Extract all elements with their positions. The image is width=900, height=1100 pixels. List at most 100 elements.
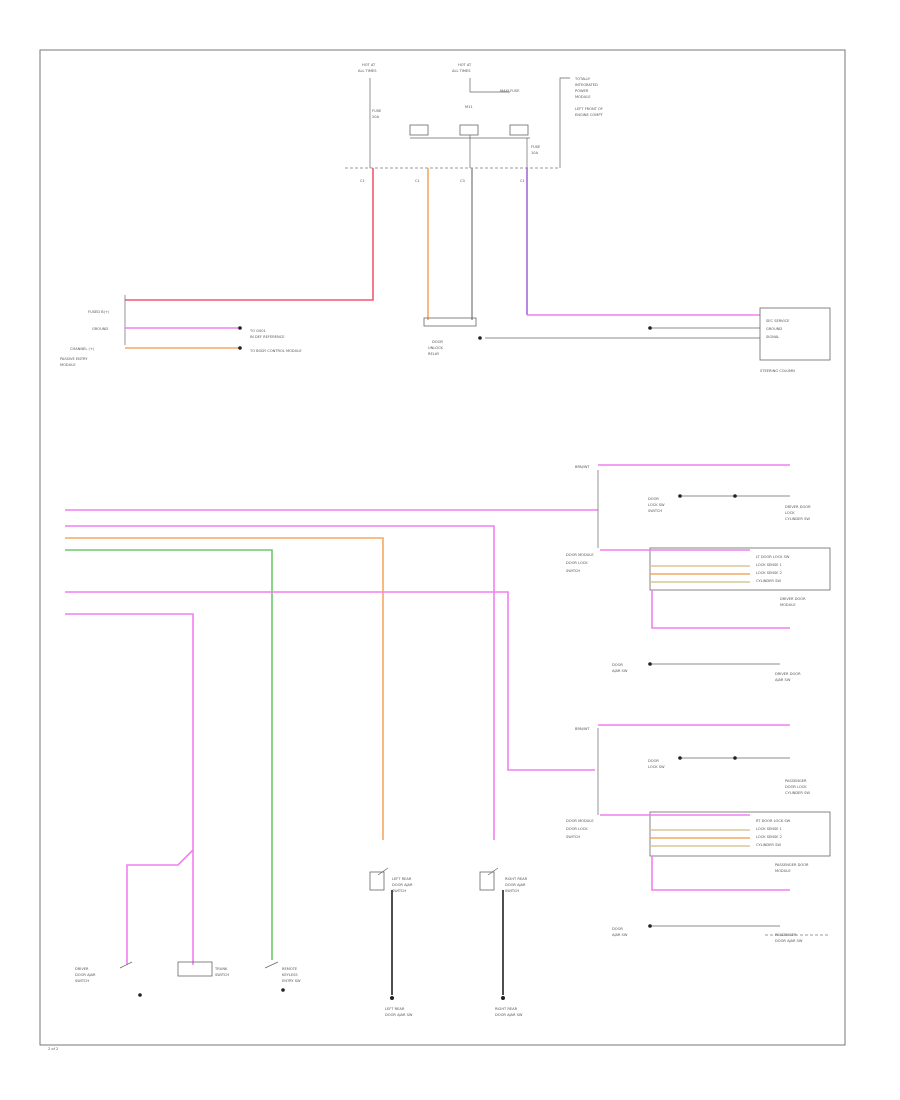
svg-text:IN DEF REFERENCE: IN DEF REFERENCE: [250, 335, 285, 339]
svg-text:10A: 10A: [531, 151, 539, 155]
svg-text:DRIVER DOOR: DRIVER DOOR: [780, 597, 806, 601]
svg-text:ALL TIMES: ALL TIMES: [452, 69, 471, 73]
svg-text:AJAR SW: AJAR SW: [775, 678, 791, 682]
svg-text:DOOR: DOOR: [432, 340, 443, 344]
svg-text:C1: C1: [360, 179, 365, 183]
svg-text:AJAR SW: AJAR SW: [612, 933, 628, 937]
svg-text:DOOR AJAR SW: DOOR AJAR SW: [775, 939, 803, 943]
svg-text:REMOTE: REMOTE: [282, 967, 298, 971]
wire-green: [65, 549, 273, 960]
svg-text:POWER: POWER: [575, 89, 589, 93]
svg-text:RT DOOR LOCK SW: RT DOOR LOCK SW: [756, 819, 791, 823]
svg-text:DOOR MODULE: DOOR MODULE: [566, 819, 594, 823]
svg-text:MODULE: MODULE: [60, 363, 76, 367]
svg-text:PASSIVE ENTRY: PASSIVE ENTRY: [60, 357, 88, 361]
svg-text:MODULE: MODULE: [780, 603, 796, 607]
svg-text:CHANNEL (+): CHANNEL (+): [70, 347, 95, 351]
svg-text:GROUND: GROUND: [92, 327, 108, 331]
wire-orange-2: [65, 537, 384, 840]
svg-text:CYLINDER SW: CYLINDER SW: [756, 843, 781, 847]
svg-text:RELAY: RELAY: [428, 352, 440, 356]
svg-text:DRIVER: DRIVER: [75, 967, 89, 971]
driver-door-module: BRN/WT DOOR LOCK SW SWITCH DRIVER DOOR L…: [566, 464, 831, 682]
svg-text:CYLINDER SW: CYLINDER SW: [785, 517, 810, 521]
svg-text:MAXI FUSE: MAXI FUSE: [500, 89, 520, 93]
diagram-frame: [39, 49, 846, 1046]
svg-text:FUSED B(+): FUSED B(+): [88, 310, 110, 314]
svg-text:DRIVER DOOR: DRIVER DOOR: [785, 505, 811, 509]
svg-text:TO BODY CONTROL MODULE: TO BODY CONTROL MODULE: [249, 349, 302, 353]
door-relay: DOOR UNLOCK RELAY: [423, 317, 477, 356]
svg-text:SIGNAL: SIGNAL: [766, 335, 779, 339]
wire-red-top: [125, 168, 374, 301]
svg-text:DOOR MODULE: DOOR MODULE: [566, 553, 594, 557]
lower-left-switches: DRIVER DOOR AJAR SWITCH TRUNK SWITCH REM…: [75, 961, 301, 997]
svg-text:DOOR AJAR: DOOR AJAR: [392, 883, 413, 887]
svg-text:ALL TIMES: ALL TIMES: [358, 69, 377, 73]
svg-text:CYLINDER SW: CYLINDER SW: [785, 791, 810, 795]
svg-text:M11: M11: [465, 105, 473, 109]
svg-text:UNLOCK: UNLOCK: [428, 346, 444, 350]
svg-text:PASSENGER DOOR: PASSENGER DOOR: [775, 863, 809, 867]
svg-text:DRIVER DOOR: DRIVER DOOR: [775, 672, 801, 676]
svg-text:STEERING COLUMN: STEERING COLUMN: [760, 369, 795, 373]
svg-text:LT DOOR LOCK SW: LT DOOR LOCK SW: [756, 555, 790, 559]
svg-text:AJAR SW: AJAR SW: [612, 669, 628, 673]
svg-text:PASSENGER: PASSENGER: [785, 779, 807, 783]
svg-text:LOCK SENSE 1: LOCK SENSE 1: [756, 827, 782, 831]
svg-text:LOCK SW: LOCK SW: [648, 503, 665, 507]
svg-text:DOOR AJAR: DOOR AJAR: [75, 973, 96, 977]
svg-text:BRN/WT: BRN/WT: [575, 465, 590, 469]
svg-text:TO G001: TO G001: [249, 329, 266, 333]
svg-text:LOCK SW: LOCK SW: [648, 765, 665, 769]
svg-text:SWITCH: SWITCH: [566, 835, 580, 839]
svg-text:ENGINE COMPT: ENGINE COMPT: [575, 113, 604, 117]
svg-text:SWITCH: SWITCH: [75, 979, 89, 983]
passive-entry-module: FUSED B(+) GROUND CHANNEL (+) PASSIVE EN…: [60, 295, 302, 367]
svg-text:DOOR: DOOR: [648, 497, 659, 501]
svg-text:SWITCH: SWITCH: [392, 889, 406, 893]
svg-text:FUSE: FUSE: [372, 109, 382, 113]
wire-pink-3: [65, 591, 595, 771]
svg-text:SWITCH: SWITCH: [215, 973, 229, 977]
svg-text:SWITCH: SWITCH: [505, 889, 519, 893]
svg-text:DOOR: DOOR: [648, 759, 659, 763]
wire-pink-2: [65, 525, 495, 840]
passenger-door-module: BRN/WT DOOR LOCK SW PASSENGER DOOR LOCK …: [566, 724, 831, 943]
svg-text:KEYLESS: KEYLESS: [282, 973, 298, 977]
page-number: 2 of 2: [48, 1047, 58, 1051]
svg-text:SWITCH: SWITCH: [648, 509, 662, 513]
svg-text:MODULE: MODULE: [775, 869, 791, 873]
svg-text:GROUND: GROUND: [766, 327, 782, 331]
svg-text:DOOR LOCK: DOOR LOCK: [785, 785, 807, 789]
svg-text:FUSE: FUSE: [531, 145, 541, 149]
svg-text:20A: 20A: [372, 115, 380, 119]
svg-text:INTEGRATED: INTEGRATED: [575, 83, 598, 87]
svg-text:LEFT FRONT OF: LEFT FRONT OF: [575, 107, 603, 111]
svg-text:HOT AT: HOT AT: [362, 63, 376, 67]
svg-text:LEFT REAR: LEFT REAR: [392, 877, 412, 881]
svg-text:LOCK SENSE 1: LOCK SENSE 1: [756, 563, 782, 567]
svg-text:DOOR: DOOR: [612, 663, 623, 667]
svg-text:DOOR AJAR SW: DOOR AJAR SW: [385, 1013, 413, 1017]
svg-text:ENTRY SW: ENTRY SW: [282, 979, 301, 983]
svg-text:SWITCH: SWITCH: [566, 569, 580, 573]
svg-text:HOT AT: HOT AT: [458, 63, 472, 67]
rear-door-switches: LEFT REAR DOOR AJAR SWITCH LEFT REAR DOO…: [369, 867, 528, 1017]
svg-text:LOCK: LOCK: [785, 511, 795, 515]
svg-text:C3: C3: [460, 179, 465, 183]
svg-text:RIGHT REAR: RIGHT REAR: [505, 877, 528, 881]
svg-text:C1: C1: [415, 179, 420, 183]
svg-text:CYLINDER SW: CYLINDER SW: [756, 579, 781, 583]
wire-pink-4: [65, 613, 194, 965]
svg-text:C1: C1: [520, 179, 525, 183]
svg-text:LOCK SENSE 2: LOCK SENSE 2: [756, 571, 782, 575]
svg-text:SEC SERVICE: SEC SERVICE: [766, 319, 790, 323]
svg-text:LOCK SENSE 2: LOCK SENSE 2: [756, 835, 782, 839]
svg-text:TOTALLY: TOTALLY: [574, 77, 591, 81]
svg-text:DOOR LOCK: DOOR LOCK: [566, 561, 588, 565]
svg-text:BRN/WT: BRN/WT: [575, 727, 590, 731]
svg-text:MODULE: MODULE: [575, 95, 591, 99]
